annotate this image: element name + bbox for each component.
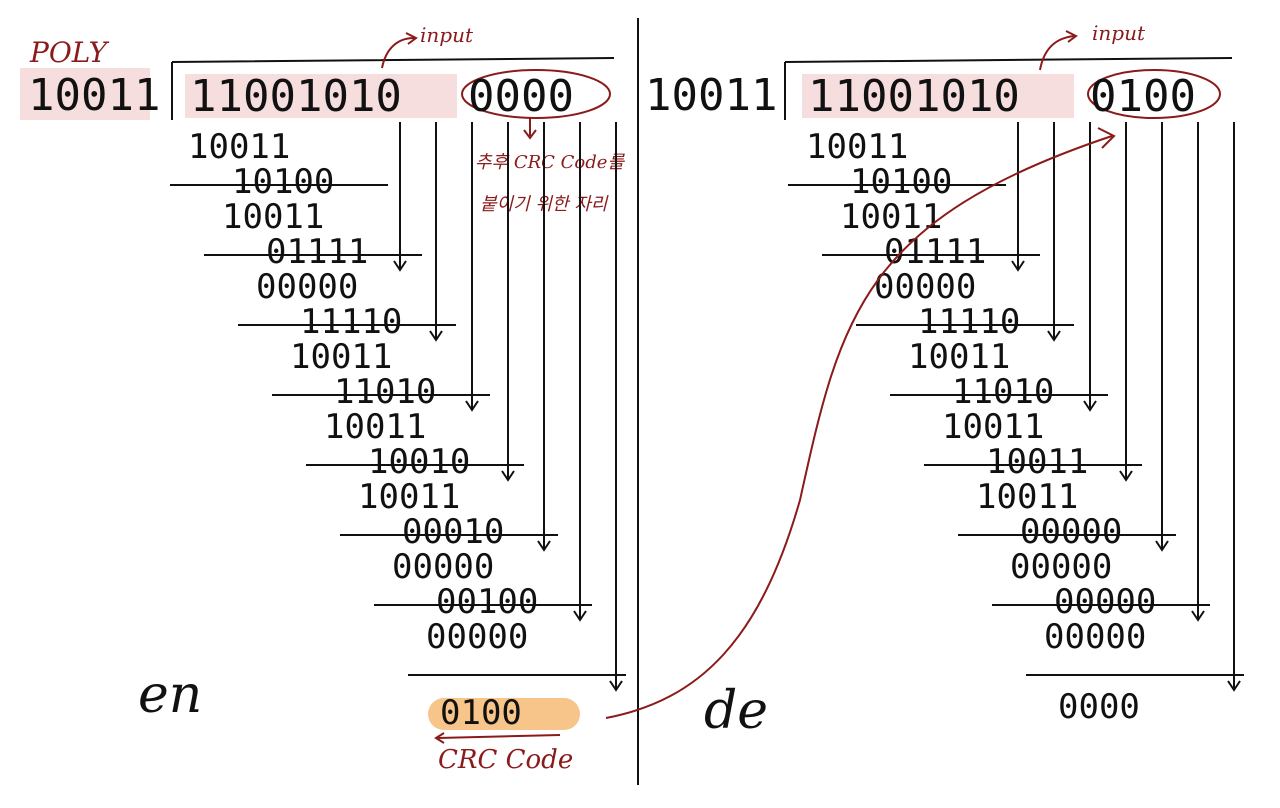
decoder-step-row: 10011 xyxy=(986,442,1088,482)
encoder-bring-down-arrows xyxy=(393,122,623,692)
encoder-step-row: 10011 xyxy=(324,407,426,447)
encoder-step-row: 00010 xyxy=(402,512,504,552)
encoder-steps: 1001110100100110111100000111101001111010… xyxy=(170,127,626,676)
encoder-input-arrowhead xyxy=(405,32,418,45)
encoder-padding: 0000 xyxy=(468,71,574,122)
decoder-dividend: 11001010 xyxy=(808,71,1020,122)
decoder-bring-down-arrows xyxy=(1011,122,1241,692)
decoder-bring-down-arrow xyxy=(1155,122,1169,552)
encoder-step-row: 10010 xyxy=(368,442,470,482)
decoder-poly: 10011 xyxy=(645,70,777,121)
encoder-step-row: 00100 xyxy=(436,582,538,622)
decoder-input-arrow xyxy=(1039,35,1075,71)
crc-code-highlight xyxy=(428,698,580,730)
decoder-step-row: 00000 xyxy=(1020,512,1122,552)
encoder-note-line1: 추후 CRC Code를 xyxy=(475,152,625,173)
encoder-dividend-highlight xyxy=(185,74,457,118)
decoder-step-row: 11010 xyxy=(952,372,1054,412)
decoder-step-row: 11110 xyxy=(918,302,1020,342)
decoder-bring-down-arrow xyxy=(1119,122,1133,482)
decoder-step-row: 10011 xyxy=(806,127,908,167)
encoder-step-row: 10011 xyxy=(222,197,324,237)
decoder-appended-circle xyxy=(1087,69,1221,119)
decoder-panel: 10011 11001010 0100 input 10011101001001… xyxy=(645,21,1244,741)
encoder-bring-down-arrow xyxy=(573,122,587,622)
decoder-result: 0000 xyxy=(1058,687,1140,727)
encoder-dividend: 11001010 xyxy=(190,71,402,122)
encoder-step-row: 11110 xyxy=(300,302,402,342)
crc-code-underline xyxy=(437,734,561,739)
decoder-bring-down-arrow xyxy=(1083,122,1097,412)
decoder-input-arrowhead xyxy=(1065,30,1078,43)
decoder-step-row: 01111 xyxy=(884,232,986,272)
decoder-step-row: 00000 xyxy=(1010,547,1112,587)
decoder-step-row: 10011 xyxy=(942,407,1044,447)
decoder-bring-down-arrow xyxy=(1191,122,1205,622)
encoder-bring-down-arrow xyxy=(501,122,515,482)
decoder-step-row: 10011 xyxy=(840,197,942,237)
encoder-bring-down-arrow xyxy=(393,122,407,272)
encoder-result: 0100 xyxy=(440,693,522,733)
encoder-input-arrow xyxy=(381,37,415,69)
encoder-step-row: 10011 xyxy=(290,337,392,377)
decoder-input-label: input xyxy=(1092,21,1146,45)
decoder-bring-down-arrow xyxy=(1011,122,1025,272)
encoder-padding-circle xyxy=(461,69,611,119)
encoder-panel: POLY 10011 11001010 0000 input 추후 CRC Co… xyxy=(20,23,626,775)
crc-code-label: CRC Code xyxy=(438,745,573,775)
decoder-division-bracket xyxy=(784,57,1233,120)
encoder-step-row: 11010 xyxy=(334,372,436,412)
encoder-bring-down-arrow xyxy=(609,122,623,692)
encoder-step-row: 00000 xyxy=(426,617,528,657)
poly-label: POLY xyxy=(29,36,110,69)
encoder-step-row: 10011 xyxy=(188,127,290,167)
decoder-step-row: 10011 xyxy=(908,337,1010,377)
encoder-note-arrow xyxy=(523,118,537,140)
encoder-step-row: 01111 xyxy=(266,232,368,272)
decoder-bring-down-arrow xyxy=(1227,122,1241,692)
decoder-caption: de xyxy=(704,681,768,741)
poly-highlight xyxy=(20,68,150,120)
decoder-appended: 0100 xyxy=(1090,71,1196,122)
crc-transfer-curve xyxy=(605,135,1113,719)
decoder-step-row: 10011 xyxy=(976,477,1078,517)
crc-code-underline-arrowhead xyxy=(434,732,445,744)
encoder-input-label: input xyxy=(420,23,474,47)
encoder-step-row: 00000 xyxy=(256,267,358,307)
encoder-caption: en xyxy=(138,665,202,725)
encoder-bring-down-arrow xyxy=(429,122,443,342)
encoder-step-row: 10011 xyxy=(358,477,460,517)
decoder-step-row: 00000 xyxy=(1054,582,1156,622)
decoder-step-row: 00000 xyxy=(1044,617,1146,657)
encoder-step-row: 00000 xyxy=(392,547,494,587)
encoder-poly: 10011 xyxy=(28,70,160,121)
encoder-bring-down-arrow xyxy=(465,122,479,412)
decoder-step-row: 10100 xyxy=(850,162,952,202)
crc-transfer-arrowhead xyxy=(1097,127,1116,149)
decoder-steps: 1001110100100110111100000111101001111010… xyxy=(788,127,1244,676)
encoder-division-bracket xyxy=(171,57,615,120)
encoder-step-row: 10100 xyxy=(232,162,334,202)
decoder-dividend-highlight xyxy=(802,74,1074,118)
decoder-step-row: 00000 xyxy=(874,267,976,307)
encoder-bring-down-arrow xyxy=(537,122,551,552)
